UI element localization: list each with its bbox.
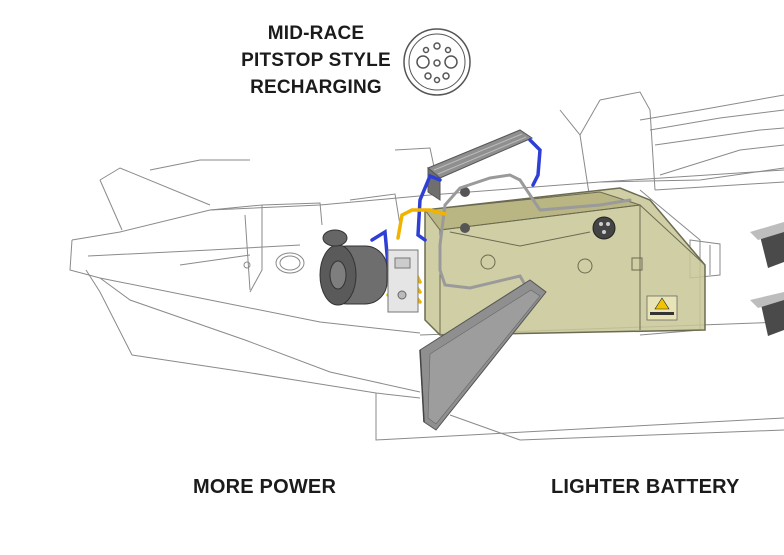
upper-cooler [427, 129, 534, 201]
rear-suspension-parts [750, 222, 784, 336]
cooling-cables [370, 138, 632, 292]
heading-line-2: PITSTOP STYLE [241, 50, 391, 71]
charging-connector-icon [403, 28, 471, 96]
electric-motor [319, 229, 419, 313]
battery-socket-icon [592, 216, 616, 240]
recharging-heading: MID-RACE PITSTOP STYLE RECHARGING [238, 20, 394, 101]
heading-line-3: RECHARGING [250, 77, 382, 98]
battery-pack [424, 187, 706, 336]
more-power-label: MORE POWER [193, 476, 337, 498]
lighter-battery-label: LIGHTER BATTERY [551, 476, 740, 498]
lower-cooler [419, 279, 547, 431]
heading-line-1: MID-RACE [267, 23, 365, 44]
high-voltage-warning-icon [646, 295, 678, 321]
